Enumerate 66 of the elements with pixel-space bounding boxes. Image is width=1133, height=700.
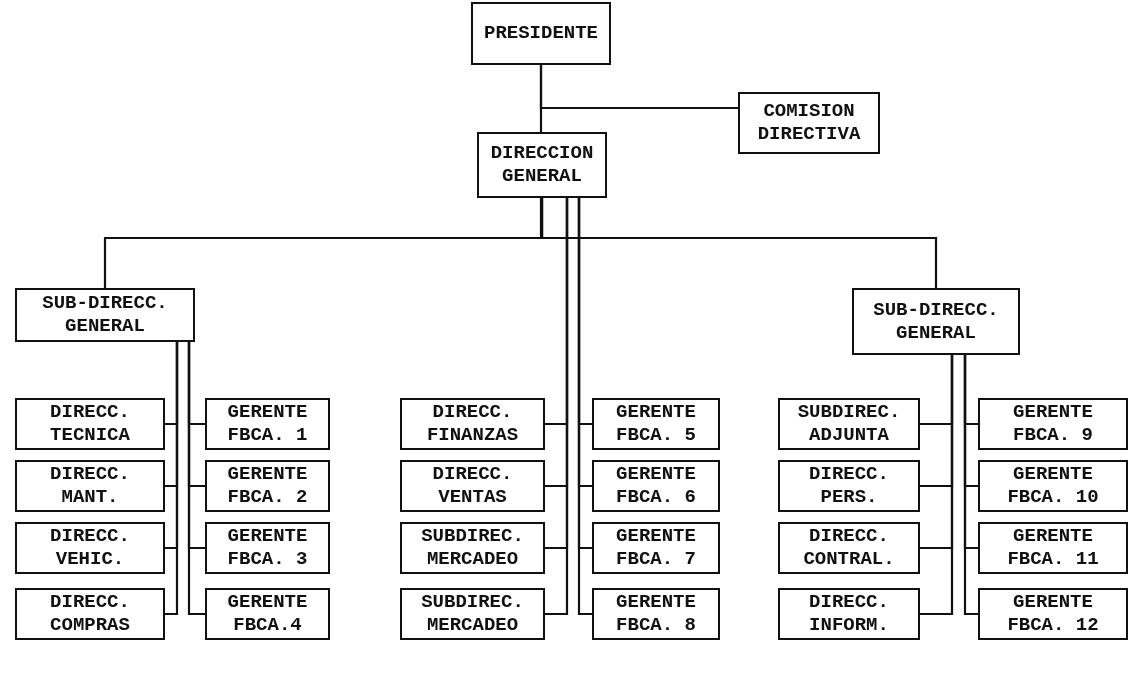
org-box — [592, 588, 720, 640]
box-label: DIRECC. MANT. — [49, 463, 131, 509]
box-label: GERENTE FBCA. 10 — [1006, 463, 1100, 509]
org-box — [15, 588, 165, 640]
box-label: DIRECC. TECNICA — [49, 401, 131, 447]
org-box — [205, 522, 330, 574]
box-label: DIRECC. INFORM. — [808, 591, 890, 637]
org-box — [978, 588, 1128, 640]
box-label: GERENTE FBCA. 8 — [615, 591, 697, 637]
org-box — [592, 460, 720, 512]
org-box — [15, 288, 195, 342]
connector-line — [187, 342, 205, 616]
org-box — [15, 398, 165, 450]
connector-line — [963, 355, 978, 616]
box-label: DIRECC. CONTRAL. — [802, 525, 896, 571]
box-label: SUB-DIRECC. GENERAL — [41, 292, 169, 338]
box-label: GERENTE FBCA. 12 — [1006, 591, 1100, 637]
org-box — [978, 522, 1128, 574]
box-label: SUBDIREC. MERCADEO — [420, 591, 525, 637]
org-box — [592, 522, 720, 574]
org-box — [852, 288, 1020, 355]
connector-line — [540, 198, 938, 288]
org-box — [738, 92, 880, 154]
org-box — [778, 588, 920, 640]
org-box — [471, 2, 611, 65]
org-box — [778, 522, 920, 574]
box-label: DIRECC. PERS. — [808, 463, 890, 509]
box-label: GERENTE FBCA. 3 — [226, 525, 309, 571]
box-label: DIRECC. COMPRAS — [49, 591, 131, 637]
org-box — [400, 522, 545, 574]
box-label: COMISION DIRECTIVA — [756, 100, 862, 146]
box-label: GERENTE FBCA. 1 — [226, 401, 309, 447]
box-label: DIRECC. FINANZAS — [425, 401, 520, 447]
org-box — [592, 398, 720, 450]
org-box — [15, 460, 165, 512]
org-box — [205, 588, 330, 640]
org-box — [15, 522, 165, 574]
box-label: GERENTE FBCA. 5 — [615, 401, 697, 447]
org-box — [400, 588, 545, 640]
org-box — [205, 460, 330, 512]
org-box — [477, 132, 607, 198]
org-box — [778, 460, 920, 512]
org-box — [400, 460, 545, 512]
box-label: GERENTE FBCA.4 — [226, 591, 309, 637]
org-box — [400, 398, 545, 450]
box-label: PRESIDENTE — [484, 22, 598, 45]
org-box — [978, 460, 1128, 512]
org-box — [778, 398, 920, 450]
box-label: DIRECCION GENERAL — [489, 142, 595, 188]
box-label: SUBDIREC. MERCADEO — [420, 525, 525, 571]
box-label: GERENTE FBCA. 7 — [615, 525, 697, 571]
org-box — [205, 398, 330, 450]
box-label: SUB-DIRECC. GENERAL — [872, 298, 1000, 345]
box-label: DIRECC. VENTAS — [431, 463, 514, 509]
box-label: GERENTE FBCA. 9 — [1012, 401, 1094, 447]
box-label: SUBDIREC. ADJUNTA — [796, 401, 902, 447]
connector-line — [539, 65, 738, 110]
box-label: DIRECC. VEHIC. — [49, 525, 131, 571]
box-label: GERENTE FBCA. 6 — [615, 463, 697, 509]
connector-line — [577, 198, 592, 616]
connector-line — [920, 355, 954, 616]
box-label: GERENTE FBCA. 2 — [226, 463, 309, 509]
connector-line — [545, 198, 569, 616]
box-label: GERENTE FBCA. 11 — [1006, 525, 1100, 571]
connector-line — [165, 342, 179, 616]
org-box — [978, 398, 1128, 450]
